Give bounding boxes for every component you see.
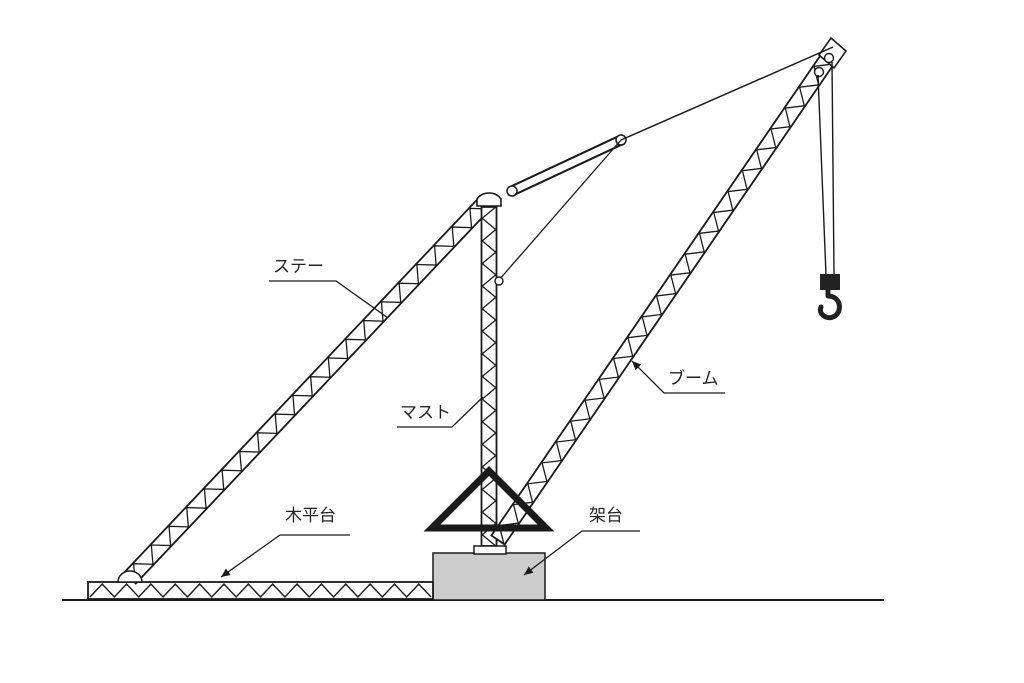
leader-mast — [397, 396, 484, 428]
a-frame — [423, 466, 555, 532]
label-mast-group: マスト — [397, 396, 484, 428]
label-boom-group: ブーム — [631, 360, 725, 394]
label-boom: ブーム — [668, 368, 719, 389]
mast-collar — [473, 545, 507, 555]
label-stay: ステー — [273, 257, 324, 277]
hoist-rope-2 — [831, 61, 835, 276]
luffing-line — [498, 139, 622, 281]
horizontal-truss — [87, 581, 434, 600]
boom-lattice — [490, 54, 835, 546]
leader-kiheidai — [220, 534, 350, 578]
label-kadai: 架台 — [589, 506, 623, 526]
hook-block — [820, 274, 840, 290]
mast-top-cap — [476, 192, 502, 207]
stay-foot-pivot — [117, 570, 143, 583]
spreader-pin-left — [506, 185, 518, 197]
leader-kadai — [523, 530, 640, 576]
base-block — [432, 552, 546, 601]
label-stay-group: ステー — [269, 257, 389, 319]
label-mast: マスト — [400, 403, 451, 423]
label-kiheidai-group: 木平台 — [220, 506, 350, 578]
mast-sheave — [494, 276, 504, 286]
mast-lattice — [480, 206, 498, 547]
label-kiheidai: 木平台 — [285, 506, 336, 526]
hook-icon — [817, 287, 842, 321]
leader-boom — [631, 360, 725, 394]
hoist-rope-1 — [817, 74, 827, 276]
pendant-line — [620, 46, 834, 141]
boom-tip-sheave — [823, 52, 835, 64]
label-kadai-group: 架台 — [523, 506, 640, 576]
boom-tip-sheave-2 — [813, 66, 825, 78]
leader-stay — [269, 280, 389, 319]
spreader-bar-inner — [510, 136, 625, 194]
